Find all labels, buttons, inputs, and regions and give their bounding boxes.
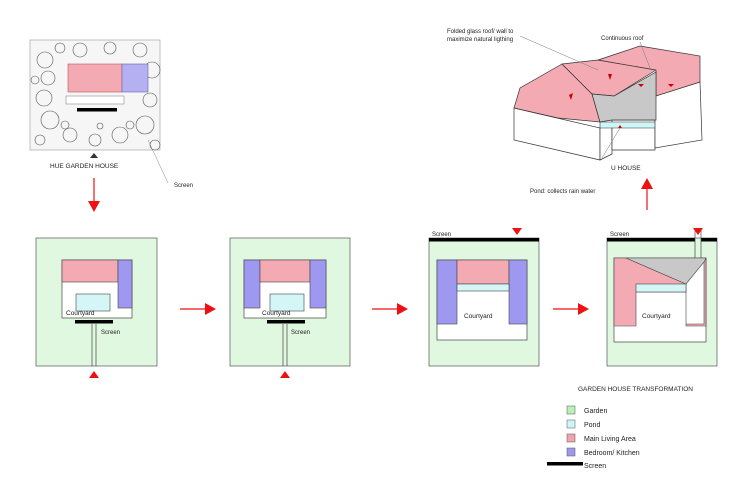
bedroom-kitchen xyxy=(508,259,528,325)
flow-arrows xyxy=(88,178,653,315)
site-plan-screen-wall xyxy=(77,108,117,112)
entry-marker-icon xyxy=(693,228,703,235)
arrow-right-icon xyxy=(180,303,216,315)
continuous-roof-leader xyxy=(639,41,651,69)
arrow-up-icon xyxy=(641,178,653,210)
bedroom-kitchen xyxy=(117,259,133,309)
site-plan-title: HUE GARDEN HOUSE xyxy=(50,163,119,170)
legend-swatch-main-living xyxy=(566,433,576,443)
bedroom-kitchen xyxy=(436,259,458,325)
pond xyxy=(456,283,510,292)
screen-wall xyxy=(429,238,539,242)
courtyard-label: Courtyard xyxy=(262,310,291,317)
screen-label: Screen xyxy=(291,330,310,336)
arrow-right-icon xyxy=(372,303,408,315)
u-house-title: U HOUSE xyxy=(611,165,641,172)
entry-marker-icon xyxy=(280,371,290,378)
step-1-plan: Courtyard Screen xyxy=(35,237,158,378)
site-plan-screen-leader xyxy=(147,139,169,184)
site-plan-trees xyxy=(30,41,161,151)
main-living-area xyxy=(61,259,119,283)
courtyard-label: Courtyard xyxy=(642,313,671,320)
legend-label-screen: Screen xyxy=(584,463,606,470)
entry-marker-icon xyxy=(89,371,99,378)
screen-label: Screen xyxy=(101,330,120,336)
bedroom-kitchen xyxy=(243,259,261,309)
entry-marker-icon xyxy=(512,228,522,235)
site-plan-main-house xyxy=(67,63,123,93)
step-4-plan: Screen Courtyard xyxy=(606,228,718,367)
continuous-roof-annotation: Continuous roof xyxy=(601,36,644,42)
site-plan-frame xyxy=(29,39,161,151)
arrow-down-icon xyxy=(88,178,100,212)
courtyard-label: Courtyard xyxy=(464,313,493,320)
site-plan: HUE GARDEN HOUSE Screen xyxy=(29,39,193,189)
u-house-roof-back xyxy=(561,59,657,97)
legend-swatch-bedroom xyxy=(566,447,576,457)
step-2-plan: Courtyard Screen xyxy=(229,237,351,378)
folded-glass-annotation-line2: maximize natural ligthing xyxy=(447,37,513,43)
glass-roof xyxy=(625,257,707,285)
u-house-roof-right xyxy=(597,45,701,97)
bedroom-kitchen xyxy=(309,259,327,309)
step-3-plan: Screen Courtyard xyxy=(428,228,540,367)
site-plan-terrace xyxy=(65,95,125,105)
legend-label-pond: Pond xyxy=(584,422,600,429)
pond-annotation: Pond: collects rain water xyxy=(530,189,595,195)
screen-wall xyxy=(267,320,305,324)
main-living-area xyxy=(259,259,311,283)
screen-label: Screen xyxy=(610,232,629,238)
legend: GARDEN HOUSE TRANSFORMATION Garden Pond … xyxy=(547,386,693,470)
arrow-right-icon xyxy=(553,303,589,315)
site-plan-screen-label: Screen xyxy=(174,183,193,189)
site-plan-gate-marker xyxy=(90,153,98,158)
screen-label: Screen xyxy=(432,232,451,238)
main-living-area xyxy=(456,259,510,285)
courtyard-label: Courtyard xyxy=(66,310,95,317)
u-house-pond xyxy=(599,121,659,129)
legend-label-garden: Garden xyxy=(584,408,607,415)
pond-leader xyxy=(601,127,621,159)
legend-label-bedroom: Bedroom/ Kitchen xyxy=(584,450,640,457)
legend-swatch-screen xyxy=(547,462,583,466)
screen-wall xyxy=(75,320,113,324)
site-plan-annex xyxy=(121,63,149,93)
folded-glass-annotation-line1: Folded glass roof/ wall to xyxy=(447,29,514,35)
u-house-rain-arrows xyxy=(569,74,674,128)
legend-swatch-pond xyxy=(566,419,576,429)
folded-glass-leader xyxy=(519,35,599,71)
pond xyxy=(75,293,111,312)
pond xyxy=(635,283,687,293)
u-house-3d: Folded glass roof/ wall to maximize natu… xyxy=(447,29,703,195)
legend-title: GARDEN HOUSE TRANSFORMATION xyxy=(578,386,693,393)
screen-wall xyxy=(607,238,695,242)
screen-wall xyxy=(701,238,717,242)
legend-label-main-living: Main Living Area xyxy=(584,436,636,443)
pond xyxy=(269,293,305,312)
legend-swatch-garden xyxy=(566,405,576,415)
